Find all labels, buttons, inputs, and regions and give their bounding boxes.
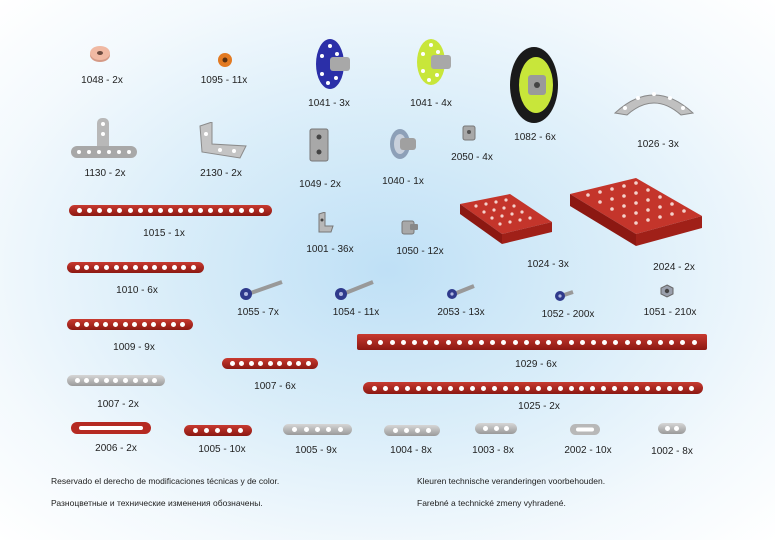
strip-1005-grey-icon bbox=[283, 424, 352, 435]
part-label: 1051 - 210x bbox=[643, 307, 697, 318]
part-label: 1055 - 7x bbox=[237, 307, 279, 318]
part-label: 1015 - 1x bbox=[143, 228, 185, 239]
part-label: 1005 - 10x bbox=[198, 444, 246, 455]
part-label: 2053 - 13x bbox=[437, 307, 485, 318]
note-slovak: Farebné a technické zmeny vyhradené. bbox=[417, 498, 566, 508]
strip-1005-red-icon bbox=[184, 425, 252, 436]
part-label: 2130 - 2x bbox=[200, 168, 242, 179]
part-label: 1026 - 3x bbox=[637, 139, 679, 150]
part-label: 2024 - 2x bbox=[653, 262, 695, 273]
coupling-block-icon bbox=[306, 127, 332, 163]
nut-holder-1050-icon bbox=[400, 217, 420, 237]
angle-1001-icon bbox=[315, 211, 335, 234]
strip-1007-grey-icon bbox=[67, 375, 165, 386]
strip-1025-icon bbox=[363, 382, 703, 394]
part-label: 1029 - 6x bbox=[515, 359, 557, 370]
flanged-plate-large-icon bbox=[566, 176, 706, 248]
bolt-1054-icon bbox=[333, 278, 375, 300]
part-label: 1007 - 6x bbox=[254, 381, 296, 392]
strip-1004-icon bbox=[384, 425, 440, 436]
strip-1007-red-icon bbox=[222, 358, 318, 369]
part-label: 1041 - 3x bbox=[308, 98, 350, 109]
washer-1048-icon bbox=[89, 44, 111, 64]
gear-wheel-blue-icon bbox=[310, 36, 354, 92]
part-label: 1024 - 3x bbox=[527, 259, 569, 270]
part-label: 1082 - 6x bbox=[514, 132, 556, 143]
part-label: 1007 - 2x bbox=[97, 399, 139, 410]
part-label: 1003 - 8x bbox=[472, 445, 514, 456]
gear-wheel-lime-icon bbox=[411, 36, 455, 88]
curved-strip-icon bbox=[611, 83, 697, 117]
part-label: 1005 - 9x bbox=[295, 445, 337, 456]
collar-icon bbox=[462, 124, 476, 142]
part-label: 1095 - 11x bbox=[200, 75, 248, 86]
note-dutch: Kleuren technische veranderingen voorbeh… bbox=[417, 476, 606, 486]
strip-1015-icon bbox=[69, 205, 272, 216]
part-label: 1050 - 12x bbox=[396, 246, 444, 257]
part-label: 1025 - 2x bbox=[518, 401, 560, 412]
part-label: 2050 - 4x bbox=[451, 152, 493, 163]
pulley-icon bbox=[386, 127, 418, 161]
part-label: 1049 - 2x bbox=[299, 179, 341, 190]
slotted-strip-2002-icon bbox=[570, 422, 600, 435]
wheel-tyre-icon bbox=[506, 43, 562, 127]
strip-1009-icon bbox=[67, 319, 193, 330]
part-label: 1048 - 2x bbox=[81, 75, 123, 86]
flanged-plate-small-icon bbox=[456, 192, 556, 246]
bolt-2053-icon bbox=[444, 282, 476, 300]
part-label: 1052 - 200x bbox=[541, 309, 595, 320]
bolt-1052-icon bbox=[553, 286, 575, 302]
strip-1029-icon bbox=[357, 334, 707, 350]
note-spanish: Reservado el derecho de modificaciones t… bbox=[51, 476, 280, 486]
angle-bracket-icon bbox=[196, 121, 250, 160]
note-russian: Разноцветные и технические изменения обо… bbox=[51, 498, 263, 508]
part-label: 1130 - 2x bbox=[84, 168, 126, 179]
strip-1010-icon bbox=[67, 262, 204, 273]
nut-1051-icon bbox=[660, 284, 674, 298]
bolt-1055-icon bbox=[238, 278, 284, 300]
part-label: 1002 - 8x bbox=[651, 446, 693, 457]
part-label: 2002 - 10x bbox=[564, 445, 612, 456]
part-label: 1041 - 4x bbox=[410, 98, 452, 109]
part-label: 1004 - 8x bbox=[390, 445, 432, 456]
part-label: 1001 - 36x bbox=[306, 244, 354, 255]
washer-1095-icon bbox=[217, 52, 233, 68]
strip-1003-icon bbox=[475, 423, 517, 434]
part-label: 1040 - 1x bbox=[382, 176, 424, 187]
strip-1002-icon bbox=[658, 423, 686, 434]
part-label: 2006 - 2x bbox=[95, 443, 137, 454]
part-label: 1010 - 6x bbox=[116, 285, 158, 296]
slotted-strip-2006-icon bbox=[71, 421, 151, 434]
part-label: 1054 - 11x bbox=[332, 307, 380, 318]
t-strip-icon bbox=[69, 116, 139, 160]
part-label: 1009 - 9x bbox=[113, 342, 155, 353]
